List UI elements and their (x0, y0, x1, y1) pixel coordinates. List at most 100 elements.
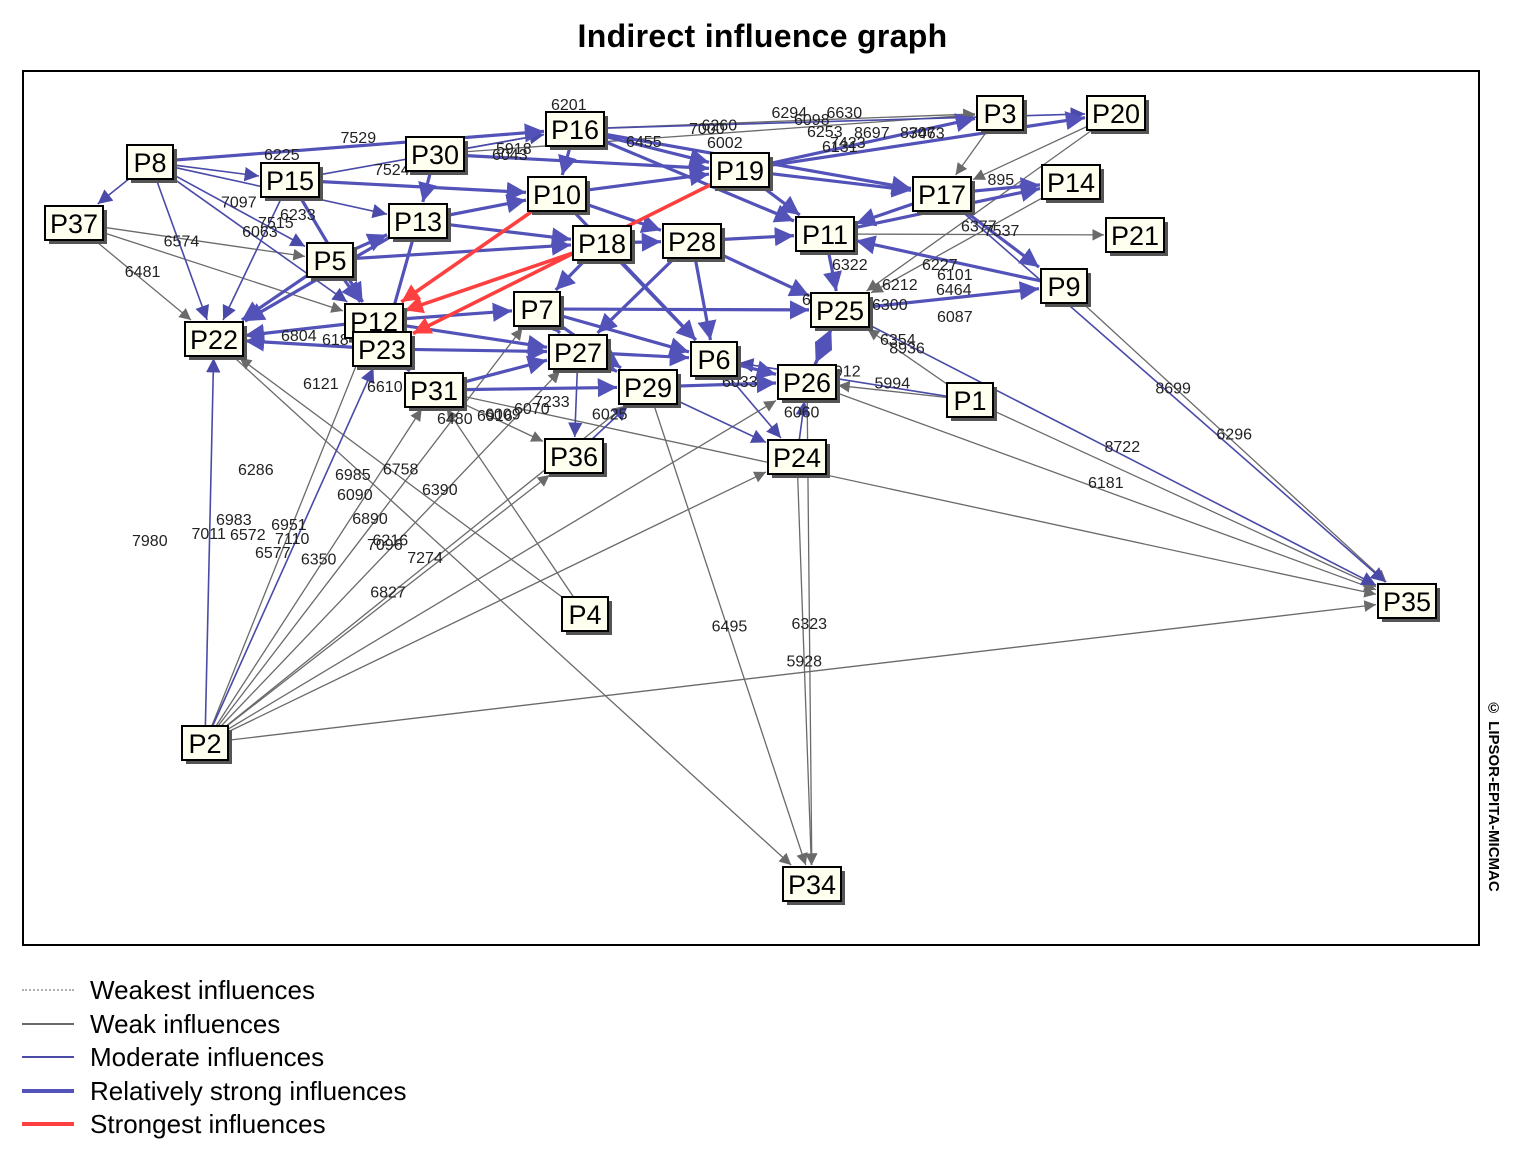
edge-label: 6060 (784, 405, 820, 422)
edge-p10-p12 (400, 209, 534, 304)
edge-label: 6827 (370, 585, 406, 602)
edge-p2-p26 (227, 400, 777, 730)
node-label: P35 (1383, 587, 1431, 617)
edge-p6-p26 (736, 360, 777, 380)
node-label: P25 (816, 296, 864, 326)
node-label: P6 (697, 345, 730, 375)
node-box (548, 334, 608, 370)
edge-p31-p36 (462, 403, 544, 442)
node-p9: P9 (1040, 268, 1091, 307)
edge-p8-p12 (172, 177, 348, 303)
legend-label: Relatively strong influences (90, 1075, 407, 1106)
legend-label: Weakest influences (90, 975, 315, 1005)
node-label: P27 (554, 338, 602, 368)
edge-label: 7233 (534, 394, 570, 411)
edge-label: 6070 (514, 401, 550, 418)
edge-label: 6481 (125, 264, 161, 281)
edge-label: 8722 (1105, 439, 1141, 456)
legend-swatch-strongest (22, 1122, 74, 1126)
node-label: P23 (358, 335, 406, 365)
edge-p11-p25 (823, 250, 842, 292)
node-label: P18 (578, 229, 626, 259)
node-label: P34 (788, 870, 836, 900)
node-p6: P6 (690, 341, 741, 380)
node-p24: P24 (767, 439, 830, 478)
edge-p8-p5 (172, 173, 306, 248)
edge-p13-p10 (446, 194, 527, 217)
edge-p2-p35 (227, 600, 1377, 741)
edge-p5-p22 (240, 274, 308, 322)
edge-label: 6009 (485, 407, 521, 424)
edge-label: 6390 (422, 482, 458, 499)
legend-label: Strongest influences (90, 1109, 326, 1139)
node-p19: P19 (710, 152, 773, 191)
edge-label: 6181 (1088, 475, 1124, 492)
edge-label: 6951 (271, 517, 307, 534)
node-box (544, 438, 604, 474)
edge-p14-p25 (870, 197, 1043, 294)
node-label: P11 (802, 220, 848, 250)
node-box (777, 364, 837, 400)
node-label: P26 (783, 368, 831, 398)
edge-label: 7096 (367, 537, 403, 554)
node-label: P30 (411, 140, 459, 170)
edge-label: 6201 (551, 97, 587, 114)
edge-p1-p35 (992, 409, 1377, 588)
edge-p5-p18 (352, 236, 572, 261)
edge-p25-p35 (868, 324, 1377, 586)
edge-p17-p14 (970, 177, 1041, 197)
edge-label: 6043 (492, 147, 528, 164)
edge-label: 6804 (281, 328, 317, 345)
node-p2: P2 (181, 725, 232, 764)
node-box (561, 596, 609, 632)
edge-label: 6574 (164, 234, 200, 251)
node-label: P13 (394, 207, 442, 237)
edge-p29-p34 (652, 403, 808, 866)
edge-p25-p9 (868, 281, 1040, 309)
edge-p2-p27 (220, 370, 561, 727)
edge-p24-p26 (795, 400, 810, 441)
legend-swatch-moderate (22, 1056, 74, 1058)
node-label: P24 (773, 443, 821, 473)
edge-label: 6101 (937, 267, 973, 284)
edge-p15-p10 (318, 179, 527, 201)
legend-swatch-weak (22, 1022, 74, 1025)
node-p23: P23 (352, 331, 415, 370)
node-label: P28 (668, 227, 716, 257)
edge-label: 6350 (301, 552, 337, 569)
node-label: P14 (1047, 168, 1095, 198)
edge-label: 6323 (791, 616, 827, 633)
node-p28: P28 (662, 223, 725, 262)
edge-p28-p6 (693, 257, 717, 341)
edge-p9-p35 (1082, 302, 1387, 583)
edge-label: 6464 (936, 282, 972, 299)
edge-p26-p25 (813, 328, 833, 366)
node-p26: P26 (777, 364, 840, 403)
edge-label: 6063 (242, 224, 278, 241)
edge-label: 8307 (900, 125, 936, 142)
edge-label: 7097 (221, 194, 257, 211)
node-label: P4 (568, 600, 601, 630)
edge-label: 6322 (832, 257, 868, 274)
edge-p19-p17 (768, 171, 912, 198)
edge-p8-p16 (172, 123, 545, 162)
edge-label: 6916 (477, 408, 513, 425)
node-box (126, 144, 174, 180)
edge-label: 6260 (702, 117, 738, 134)
node-p15: P15 (260, 162, 323, 201)
edge-label: 6294 (772, 105, 808, 122)
node-box (1086, 95, 1146, 131)
node-box (572, 225, 632, 261)
edge-label: 7980 (132, 533, 168, 550)
edge-p1-p26 (837, 380, 948, 399)
edge-p26-p35 (835, 391, 1377, 592)
edge-p27-p36 (568, 368, 583, 438)
edge-p15-p22 (222, 196, 283, 321)
edge-label: 6227 (922, 257, 958, 274)
node-p10: P10 (527, 176, 590, 215)
edge-p23-p27 (410, 341, 548, 361)
node-p11: P11 (795, 216, 858, 255)
node-box (405, 136, 465, 172)
edge-p27-p6 (606, 347, 690, 367)
node-box (795, 216, 855, 252)
